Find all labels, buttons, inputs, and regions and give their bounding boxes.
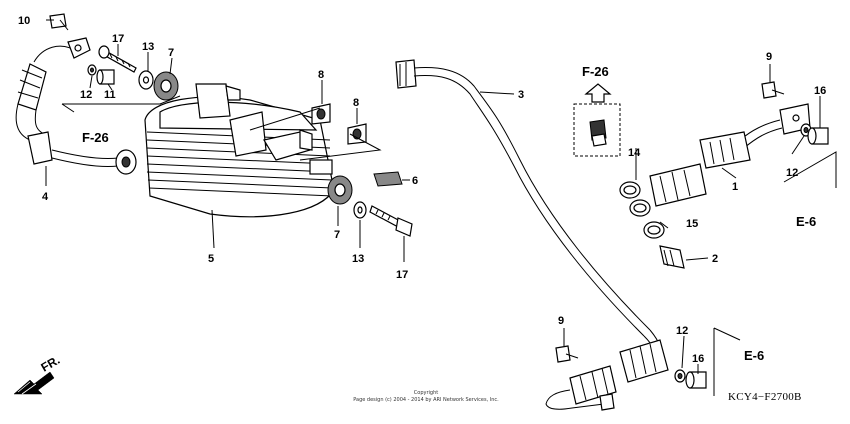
- part-label-12-right[interactable]: 12: [786, 167, 798, 179]
- part-label-4[interactable]: 4: [42, 191, 49, 203]
- rubber-8-upper[interactable]: [311, 103, 331, 125]
- part-label-12-lower[interactable]: 12: [676, 325, 688, 337]
- grommet-7-lower[interactable]: [327, 175, 353, 205]
- part-label-17-upper[interactable]: 17: [112, 33, 124, 45]
- part-numbers: 10 17 13 7 12 11 4 5 8 8 6 7 13 17 3 9 1…: [18, 15, 826, 365]
- oil-hose-right[interactable]: [649, 103, 811, 207]
- oil-hose-lower[interactable]: [545, 339, 669, 411]
- part-label-14[interactable]: 14: [628, 147, 641, 159]
- grommet-7-upper[interactable]: [153, 71, 179, 101]
- ref-e6-bottom[interactable]: E-6: [744, 348, 764, 363]
- washer-13-lower[interactable]: [353, 201, 367, 219]
- oring-15[interactable]: [643, 221, 665, 239]
- part-label-11[interactable]: 11: [104, 89, 116, 101]
- ref-f26-top[interactable]: F-26: [582, 64, 609, 79]
- collar-11[interactable]: [96, 69, 115, 85]
- diagram-code: KCY4−F2700B: [728, 391, 802, 403]
- part-label-2[interactable]: 2: [712, 253, 718, 265]
- part-label-10[interactable]: 10: [18, 15, 30, 27]
- bolt-9-upper[interactable]: [761, 81, 785, 99]
- part-label-8-lower[interactable]: 8: [353, 97, 359, 109]
- inset-fitting[interactable]: [573, 103, 621, 157]
- part-label-7-upper[interactable]: 7: [168, 47, 174, 59]
- part-label-7-lower[interactable]: 7: [334, 229, 340, 241]
- ref-f26-left[interactable]: F-26: [82, 130, 109, 145]
- front-label: FR.: [39, 353, 63, 375]
- copyright-line-2: Page design (c) 2004 - 2014 by ARI Netwo…: [353, 397, 499, 403]
- fitting-2[interactable]: [659, 245, 685, 269]
- arrow-up-icon: [584, 83, 612, 103]
- part-label-3[interactable]: 3: [518, 89, 524, 101]
- part-label-9-lower[interactable]: 9: [558, 315, 564, 327]
- oil-cooler[interactable]: [144, 83, 335, 218]
- part-label-9-upper[interactable]: 9: [766, 51, 772, 63]
- reference-labels: F-26 F-26 E-6 E-6: [82, 64, 816, 363]
- bolt-17-lower[interactable]: [369, 205, 413, 237]
- part-label-5[interactable]: 5: [208, 253, 214, 265]
- part-label-8-upper[interactable]: 8: [318, 69, 324, 81]
- plate-6[interactable]: [373, 171, 403, 187]
- part-label-17-lower[interactable]: 17: [396, 269, 408, 281]
- part-label-1[interactable]: 1: [732, 181, 738, 193]
- collar-12-lower[interactable]: [674, 369, 686, 383]
- oil-pipe-3[interactable]: [395, 59, 662, 361]
- oring-14[interactable]: [619, 181, 651, 217]
- part-label-6[interactable]: 6: [412, 175, 418, 187]
- bolt-17-upper[interactable]: [98, 45, 137, 73]
- part-label-15[interactable]: 15: [686, 218, 698, 230]
- part-label-13-upper[interactable]: 13: [142, 41, 154, 53]
- collar-16-right[interactable]: [807, 127, 829, 145]
- washer-13-upper[interactable]: [138, 70, 154, 90]
- part-label-12-upper[interactable]: 12: [80, 89, 92, 101]
- bolt-10[interactable]: [49, 13, 69, 31]
- part-label-13-lower[interactable]: 13: [352, 253, 364, 265]
- collar-12-upper[interactable]: [87, 64, 97, 76]
- part-label-16-right[interactable]: 16: [814, 85, 826, 97]
- bolt-9-lower[interactable]: [555, 345, 579, 363]
- ref-e6-right[interactable]: E-6: [796, 214, 816, 229]
- oil-hose-left[interactable]: [15, 37, 137, 175]
- part-label-16-lower[interactable]: 16: [692, 353, 704, 365]
- collar-16-lower[interactable]: [685, 371, 707, 389]
- copyright-line-1: Copyright: [414, 390, 438, 396]
- leader-lines: [45, 19, 837, 396]
- front-arrow-icon: [13, 371, 55, 395]
